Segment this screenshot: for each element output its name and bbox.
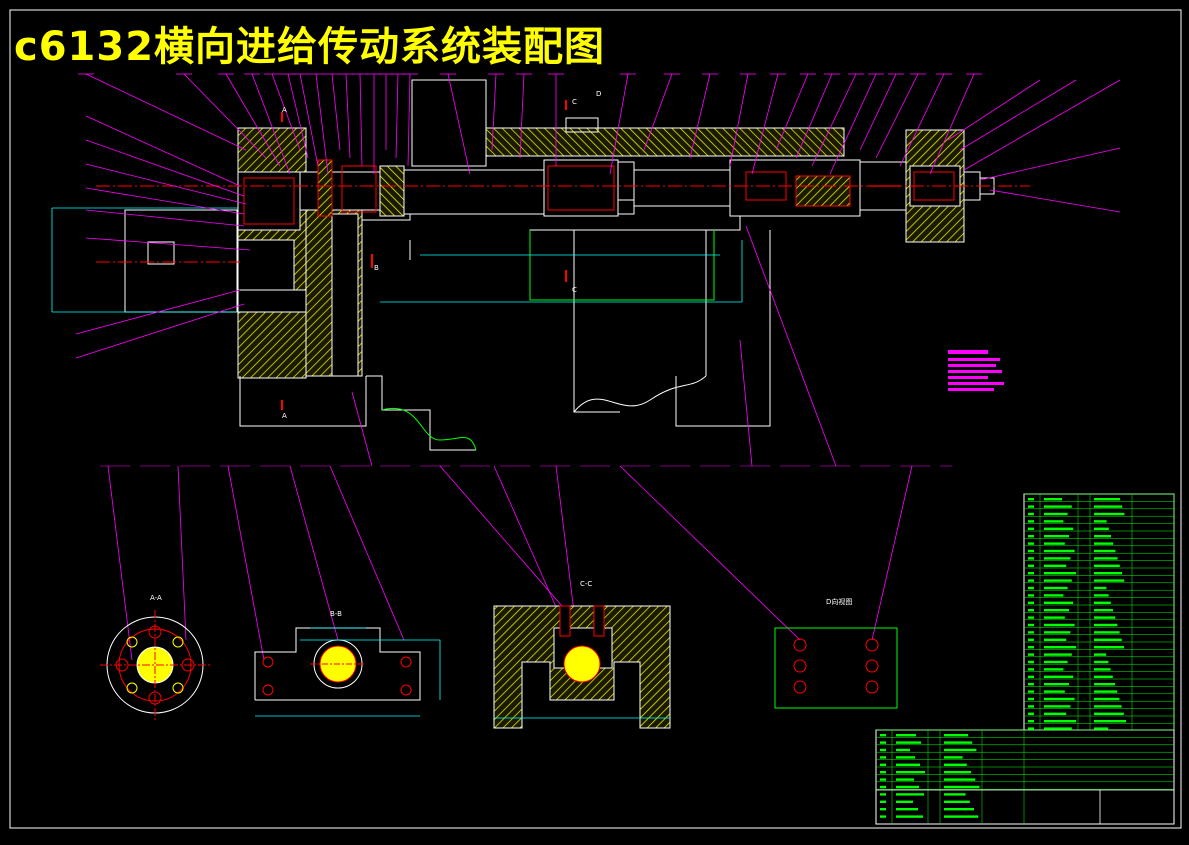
leader-line	[963, 79, 1121, 171]
leader-line	[85, 115, 241, 187]
view-d-label: D向视图	[826, 597, 852, 606]
leader-line	[78, 73, 247, 151]
leader-line	[829, 73, 884, 175]
leader-line	[516, 73, 532, 159]
leader-line	[402, 73, 418, 167]
leader-line	[75, 289, 241, 335]
section-b-b	[254, 627, 441, 717]
section-a-a-label: A-A	[150, 594, 162, 602]
leader-line	[75, 303, 245, 359]
leader-line	[689, 73, 718, 159]
leader-line	[751, 73, 786, 175]
cut-label-a-top: A	[282, 106, 287, 114]
leader-line	[899, 73, 952, 167]
leader-line	[929, 73, 982, 175]
leader-line	[989, 189, 1121, 213]
leader-line	[979, 147, 1121, 181]
leader-line	[324, 73, 341, 151]
section-a-a	[100, 610, 210, 720]
main-view	[51, 79, 1030, 451]
section-b-b-label: B-B	[330, 610, 342, 618]
leader-line	[795, 73, 840, 159]
cut-label-b: B	[374, 264, 379, 272]
leader-line	[959, 79, 1077, 151]
leader-line	[85, 237, 251, 251]
leader-line	[308, 73, 329, 175]
leader-line	[338, 73, 354, 159]
leader-line	[366, 73, 382, 174]
cut-label-c-bottom: C	[572, 286, 577, 294]
leader-line	[85, 139, 245, 197]
leader-line	[378, 73, 394, 150]
cut-label-a-bottom: A	[282, 412, 287, 420]
leader-line	[85, 209, 245, 227]
leader-line	[352, 73, 368, 167]
leader-line	[218, 73, 281, 167]
cut-label-c-top: C	[572, 98, 577, 106]
leader-line	[643, 73, 680, 151]
section-c-c	[493, 605, 671, 729]
leader-line	[859, 73, 904, 151]
parts-list-table	[875, 493, 1175, 825]
section-c-c-label: C-C	[580, 580, 592, 588]
technical-notes	[948, 350, 1004, 391]
leader-line	[440, 73, 471, 175]
leader-line	[85, 163, 247, 205]
leader-line	[775, 73, 816, 151]
leader-line	[264, 73, 301, 151]
leader-line	[609, 73, 636, 175]
cut-label-d: D	[596, 90, 601, 98]
balloon-leaders	[75, 73, 1121, 661]
sheet-border	[9, 9, 1182, 829]
leader-line	[488, 73, 504, 151]
leader-line	[390, 73, 406, 159]
leader-line	[244, 73, 291, 175]
leader-row-mid	[100, 225, 952, 661]
leader-line	[729, 73, 756, 167]
leader-line	[292, 73, 319, 167]
leader-line	[811, 73, 864, 167]
view-d	[774, 627, 898, 709]
leader-line	[947, 79, 1041, 141]
leader-line	[548, 73, 564, 166]
drawing-title: c6132横向进给传动系统装配图	[14, 24, 606, 70]
leader-line	[875, 73, 926, 159]
leader-line	[85, 187, 245, 215]
leader-line	[176, 73, 267, 159]
